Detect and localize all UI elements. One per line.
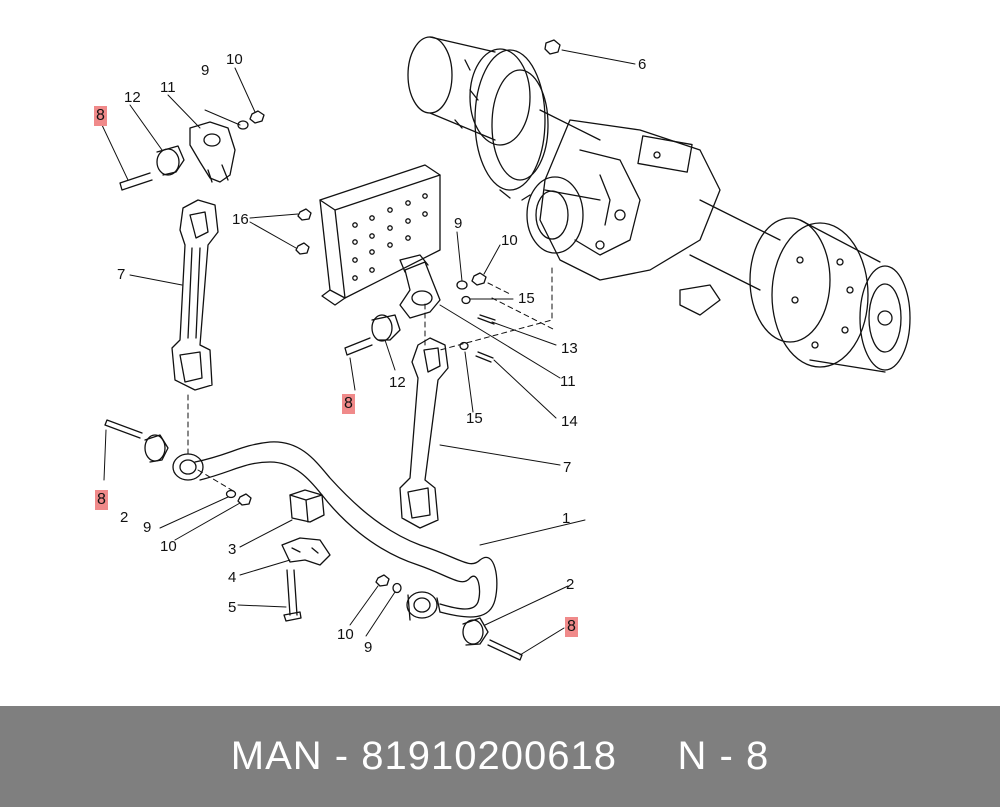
callout-5: 5 [228,599,237,616]
alignment-lines [187,267,553,493]
leader-lines [101,67,586,656]
bracket-11-center [344,254,441,356]
nuts-16 [249,208,312,255]
stabilizer-bar-1 [172,441,498,621]
callout-11-top: 11 [160,79,176,96]
callout-12-center: 12 [389,374,406,391]
callout-7-left: 7 [117,266,126,283]
hardware-center [456,272,556,363]
callout-2-right: 2 [566,576,575,593]
callout-13: 13 [561,340,578,357]
callout-9-lower-right: 9 [364,639,373,656]
link-rod-7-left [171,199,219,391]
callout-11-center: 11 [560,373,576,390]
callout-3: 3 [228,541,237,558]
callout-8-center: 8 [342,394,355,414]
callout-2-left: 2 [120,509,129,526]
callout-14: 14 [561,413,578,430]
callout-9-top: 9 [201,62,210,79]
callout-9-lower-left: 9 [143,519,152,536]
exploded-parts-diagram: 1 2 2 3 4 5 6 7 7 8 8 8 8 9 9 9 9 10 10 … [94,36,911,661]
rear-axle [407,36,911,373]
clamp-assembly [281,489,331,622]
callout-4: 4 [228,569,237,586]
diagram-drawing [101,36,911,661]
lower-bushings [104,419,523,661]
frame-bracket-plate [319,164,441,306]
callout-10-top: 10 [226,51,243,68]
hardware-lower [225,489,402,594]
bracket-11-top [119,110,265,191]
callout-8-lower-right: 8 [565,617,578,637]
callout-1: 1 [562,510,571,527]
part-number-footer: MAN - 81910200618 N - 8 [0,706,1000,807]
callout-15-right: 15 [518,290,535,307]
callout-6: 6 [638,56,647,73]
callout-10-center: 10 [501,232,518,249]
callout-8-top-left: 8 [94,106,107,126]
callout-8-lower-left: 8 [95,490,108,510]
callout-10-lower-left: 10 [160,538,177,555]
link-rod-7-center [399,337,449,529]
callout-9-center: 9 [454,215,463,232]
callout-16: 16 [232,211,249,228]
nut-6 [544,39,636,65]
callout-12-top: 12 [124,89,141,106]
callout-7-right: 7 [563,459,572,476]
part-number-text: MAN - 81910200618 N - 8 [230,734,770,778]
callout-10-lower-right: 10 [337,626,354,643]
callout-15-lower: 15 [466,410,483,427]
